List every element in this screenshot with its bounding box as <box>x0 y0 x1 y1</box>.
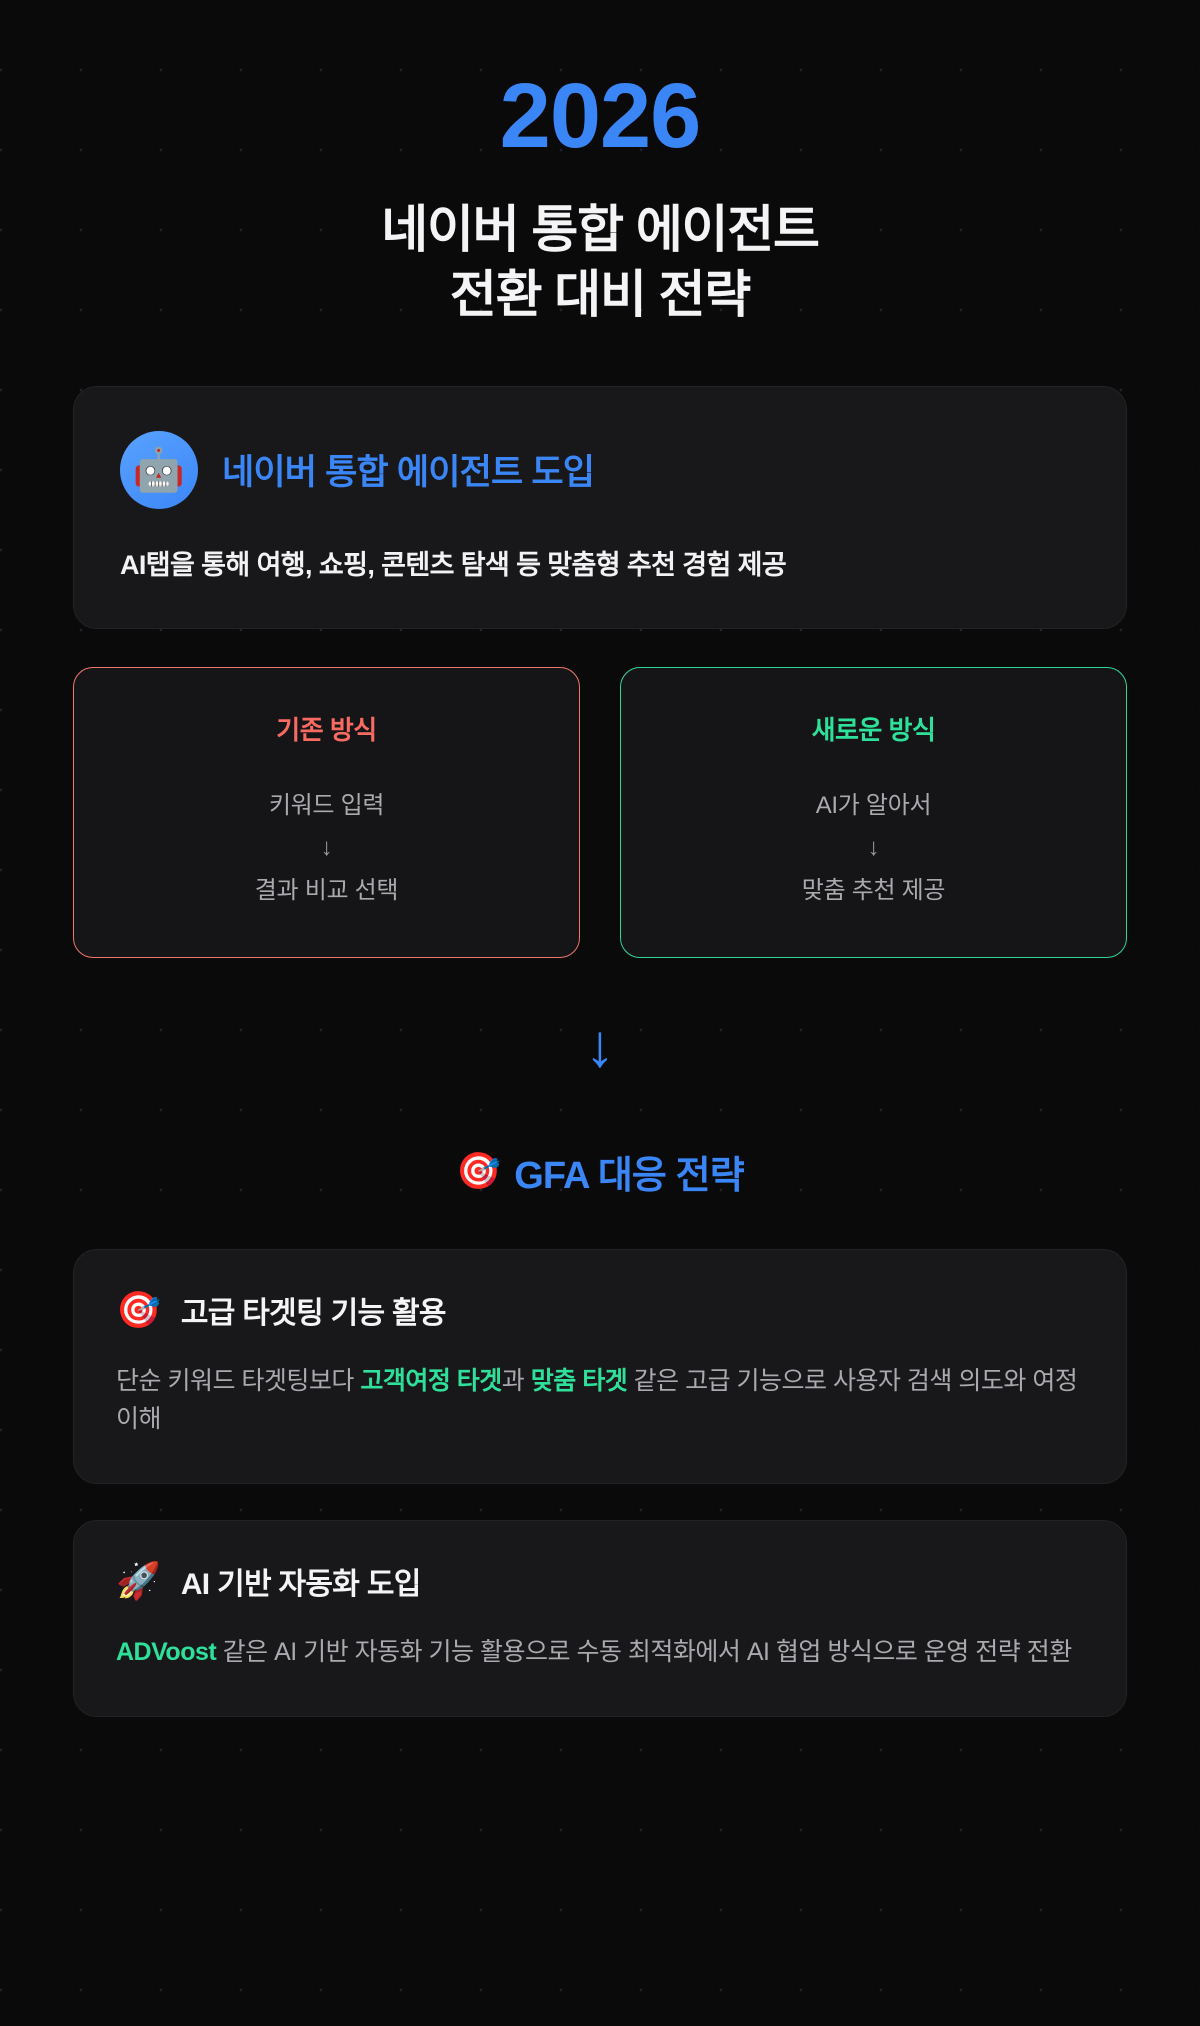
intro-card: 🤖 네이버 통합 에이전트 도입 AI탭을 통해 여행, 쇼핑, 콘텐츠 탐색 … <box>73 385 1127 629</box>
strategy-card-body: ADVoost 같은 AI 기반 자동화 기능 활용으로 수동 최적화에서 AI… <box>116 1633 1084 1672</box>
hero-year: 2026 <box>499 65 702 167</box>
strategy-card-header: 🎯 고급 타겟팅 기능 활용 <box>116 1288 1084 1332</box>
hero-title-line-2: 전환 대비 전략 <box>449 265 751 323</box>
page-title: 네이버 통합 에이전트 전환 대비 전략 <box>73 198 1127 328</box>
section-heading-label: GFA 대응 전략 <box>514 1154 744 1197</box>
strategy-card-body: 단순 키워드 타겟팅보다 고객여정 타겟과 맞춤 타겟 같은 고급 기능으로 사… <box>116 1362 1084 1440</box>
robot-icon: 🤖 <box>120 430 198 509</box>
comparison-old-title: 기존 방식 <box>276 714 377 745</box>
target-icon: 🎯 <box>456 1150 501 1192</box>
comparison-old-flow: 키워드 입력 ↓ 결과 비교 선택 <box>94 785 559 913</box>
hero-section: 2026 네이버 통합 에이전트 전환 대비 전략 <box>73 0 1127 328</box>
rocket-icon: 🚀 <box>116 1560 161 1602</box>
down-arrow-icon: ↓ <box>867 834 880 862</box>
comparison-section: 기존 방식 키워드 입력 ↓ 결과 비교 선택 새로운 방식 AI가 알아서 ↓… <box>73 666 1127 958</box>
strategy-card-title: 고급 타겟팅 기능 활용 <box>180 1296 447 1330</box>
comparison-new-title: 새로운 방식 <box>811 714 936 745</box>
strategy-body-highlight: ADVoost <box>116 1638 217 1667</box>
comparison-old-step-2: 결과 비교 선택 <box>254 876 399 904</box>
comparison-card-old: 기존 방식 키워드 입력 ↓ 결과 비교 선택 <box>73 666 580 958</box>
comparison-card-new: 새로운 방식 AI가 알아서 ↓ 맞춤 추천 제공 <box>620 666 1127 958</box>
target-icon: 🎯 <box>116 1288 161 1330</box>
strategy-body-text: 같은 AI 기반 자동화 기능 활용으로 수동 최적화에서 AI 협업 방식으로… <box>216 1638 1073 1667</box>
transition-down-arrow-icon: ↓ <box>585 1011 615 1079</box>
comparison-new-flow: AI가 알아서 ↓ 맞춤 추천 제공 <box>641 785 1106 913</box>
strategy-body-highlight: 고객여정 타겟 <box>360 1366 502 1395</box>
strategy-card-header: 🚀 AI 기반 자동화 도입 <box>116 1559 1084 1603</box>
intro-card-body: AI탭을 통해 여행, 쇼핑, 콘텐츠 탐색 등 맞춤형 추천 경험 제공 <box>120 549 787 580</box>
strategy-list: 🎯 고급 타겟팅 기능 활용 단순 키워드 타겟팅보다 고객여정 타겟과 맞춤 … <box>73 1248 1127 1717</box>
section-heading: 🎯 GFA 대응 전략 <box>73 1144 1127 1199</box>
hero-title-line-1: 네이버 통합 에이전트 <box>381 201 820 258</box>
intro-card-header: 🤖 네이버 통합 에이전트 도입 <box>120 430 1080 509</box>
strategy-card: 🎯 고급 타겟팅 기능 활용 단순 키워드 타겟팅보다 고객여정 타겟과 맞춤 … <box>73 1248 1127 1485</box>
comparison-new-step-1: AI가 알아서 <box>815 791 932 819</box>
down-arrow-icon: ↓ <box>320 834 333 862</box>
strategy-body-text: 과 <box>501 1366 531 1395</box>
strategy-card-title: AI 기반 자동화 도입 <box>180 1568 422 1602</box>
comparison-new-step-2: 맞춤 추천 제공 <box>801 876 946 904</box>
intro-card-heading: 네이버 통합 에이전트 도입 <box>222 453 595 493</box>
strategy-body-text: 단순 키워드 타겟팅보다 <box>116 1366 361 1395</box>
comparison-old-step-1: 키워드 입력 <box>268 791 385 819</box>
strategy-card: 🚀 AI 기반 자동화 도입 ADVoost 같은 AI 기반 자동화 기능 활… <box>73 1520 1127 1717</box>
strategy-body-highlight: 맞춤 타겟 <box>530 1366 628 1395</box>
